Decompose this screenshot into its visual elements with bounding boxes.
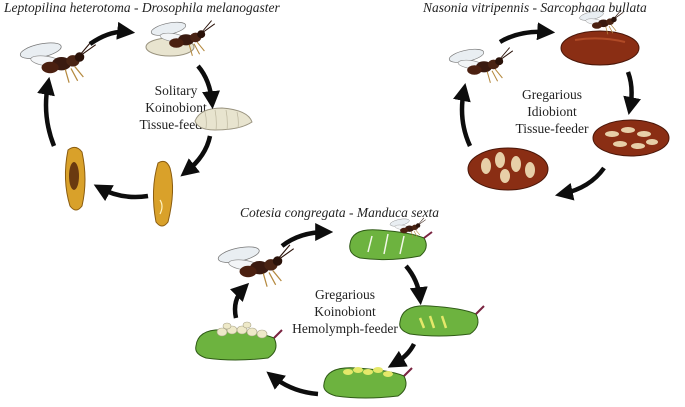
cycle-3-arrow-right-lower xyxy=(387,342,417,368)
cycle-1-arrow-top xyxy=(88,21,136,46)
cycle-2-arrow-left xyxy=(453,82,473,147)
cycle-2-graphics xyxy=(447,9,670,201)
cycle-3-arrow-top xyxy=(280,223,334,248)
puparium-larvae-icon xyxy=(592,119,670,157)
cycle-1-graphics xyxy=(18,19,253,227)
cycle-2-line-1: Gregarious xyxy=(522,87,582,102)
wasp-icon xyxy=(18,39,97,84)
cycle-3-arrow-bottom xyxy=(266,371,319,397)
cycle-1-arrow-left xyxy=(37,76,57,147)
cycle-2-arrow-bottom xyxy=(554,166,606,201)
larva-icon xyxy=(194,107,253,131)
cycle-3-arrow-left xyxy=(229,282,250,319)
caterpillar-cocoons-emerging-icon xyxy=(323,367,413,399)
cycle-2-arrow-right xyxy=(623,71,641,116)
cycle-3-title: Cotesia congregata - Manduca sexta xyxy=(240,205,439,220)
puparium-with-wasp-icon xyxy=(560,9,640,66)
caterpillar-with-wasp-icon xyxy=(349,217,433,261)
pupa-with-wasp-icon xyxy=(64,146,86,211)
wasp-on-larva-icon xyxy=(145,19,216,57)
caterpillar-larvae-icon xyxy=(399,305,485,337)
cycle-2-line-2: Idiobiont xyxy=(527,104,577,119)
cycle-3-line-1: Gregarious xyxy=(315,287,375,302)
cycle-2-arrow-top xyxy=(498,22,556,44)
cycle-1-arrow-right-lower xyxy=(180,135,213,177)
wasp-icon xyxy=(216,243,295,288)
cycle-1-line-1: Solitary xyxy=(154,83,198,98)
cycle-2-title: Nasonia vitripennis - Sarcophaga bullata xyxy=(423,0,647,15)
cycle-2-label: Gregarious Idiobiont Tissue-feeder xyxy=(487,86,617,137)
cycle-1-line-3: Tissue-feeder xyxy=(139,117,213,132)
cycle-1-arrow-right-upper xyxy=(196,64,220,110)
cycle-3-line-3: Hemolymph-feeder xyxy=(292,321,398,336)
cycle-3-line-2: Koinobiont xyxy=(314,304,376,319)
pupa-icon xyxy=(152,160,174,227)
cycle-1-arrow-bottom xyxy=(93,184,149,202)
cycle-3-arrow-right-upper xyxy=(404,264,428,306)
cycle-3-graphics xyxy=(195,217,485,399)
cycle-2-line-3: Tissue-feeder xyxy=(515,121,589,136)
cycle-1-line-2: Koinobiont xyxy=(145,100,207,115)
wasp-icon xyxy=(447,46,514,84)
cycle-1-title: Leptopilina heterotoma - Drosophila mela… xyxy=(4,0,280,15)
puparium-pupae-icon xyxy=(467,147,549,191)
cycle-1-label: Solitary Koinobiont Tissue-feeder xyxy=(111,82,241,133)
cycle-3-label: Gregarious Koinobiont Hemolymph-feeder xyxy=(280,286,410,337)
caterpillar-cocoons-icon xyxy=(195,321,283,361)
